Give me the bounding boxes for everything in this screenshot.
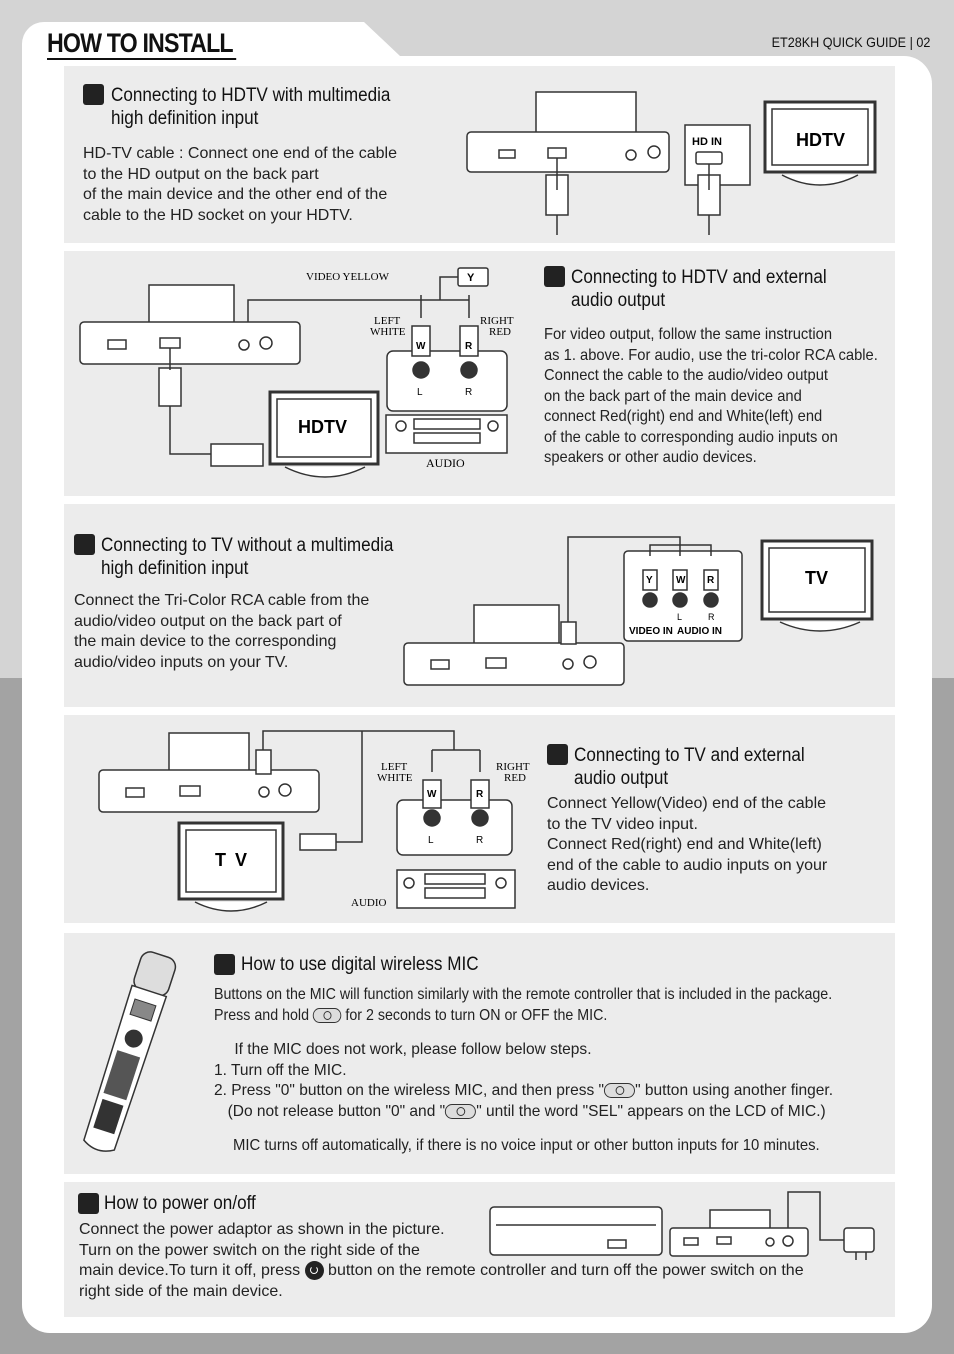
section-marker — [74, 534, 95, 555]
left-label: LEFT — [374, 315, 401, 327]
section-marker — [547, 744, 568, 765]
guide-label: ET28KH QUICK GUIDE | 02 — [771, 34, 930, 50]
w-label: W — [416, 341, 426, 352]
section-body: Buttons on the MIC will function similar… — [214, 986, 833, 1024]
right-label: RIGHT — [496, 761, 530, 773]
right-label: RIGHT — [480, 315, 514, 327]
left-label: LEFT — [381, 761, 408, 773]
w-label: W — [676, 575, 686, 586]
audio-label: AUDIO — [351, 897, 386, 909]
audio-in-label: AUDIO IN — [677, 626, 722, 637]
power-icon — [304, 1261, 324, 1281]
section-body: Connect the power adaptor as shown in th… — [79, 1221, 804, 1300]
y-label: Y — [646, 575, 653, 586]
tv-label: TV — [805, 568, 828, 588]
section-heading: How to power on/off — [104, 1193, 256, 1214]
r-label: R — [465, 341, 473, 352]
r-jack-label: R — [708, 612, 715, 622]
section-body: Connect the Tri-Color RCA cable from the… — [74, 592, 370, 671]
r-jack-label: R — [465, 387, 472, 398]
section-heading: How to use digital wireless MIC — [241, 954, 479, 975]
white-label: WHITE — [370, 326, 406, 338]
section-marker — [544, 266, 565, 287]
section-marker — [214, 954, 235, 975]
l-jack-label: L — [677, 612, 682, 622]
mic-troubleshoot: If the MIC does not work, please follow … — [214, 1041, 834, 1120]
video-in-label: VIDEO IN — [629, 626, 673, 637]
section-wireless-mic — [64, 933, 895, 1174]
w-label: W — [427, 789, 437, 800]
red-label: RED — [489, 326, 511, 338]
mic-auto-off-note: MIC turns off automatically, if there is… — [233, 1137, 820, 1154]
power-button-icon — [312, 1007, 342, 1023]
video-yellow-label: VIDEO YELLOW — [306, 271, 390, 283]
hdtv-label: HDTV — [796, 130, 845, 150]
l-jack-label: L — [417, 387, 423, 398]
tv-label: T V — [215, 850, 249, 870]
r-label: R — [707, 575, 715, 586]
page-title: HOW TO INSTALL — [47, 28, 237, 60]
r-label: R — [476, 789, 484, 800]
section-marker — [83, 84, 104, 105]
section-marker — [78, 1193, 99, 1214]
audio-label: AUDIO — [426, 456, 465, 470]
hdtv-label: HDTV — [298, 417, 347, 437]
r-jack-label: R — [476, 835, 483, 846]
l-jack-label: L — [428, 835, 434, 846]
power-button-icon — [445, 1103, 477, 1119]
hd-in-label: HD IN — [692, 136, 722, 148]
section-body: HD-TV cable : Connect one end of the cab… — [83, 145, 397, 224]
power-button-icon — [604, 1083, 636, 1099]
section-body: For video output, follow the same instru… — [544, 326, 878, 466]
red-label: RED — [504, 772, 526, 784]
y-label: Y — [467, 272, 475, 284]
white-label: WHITE — [377, 772, 413, 784]
